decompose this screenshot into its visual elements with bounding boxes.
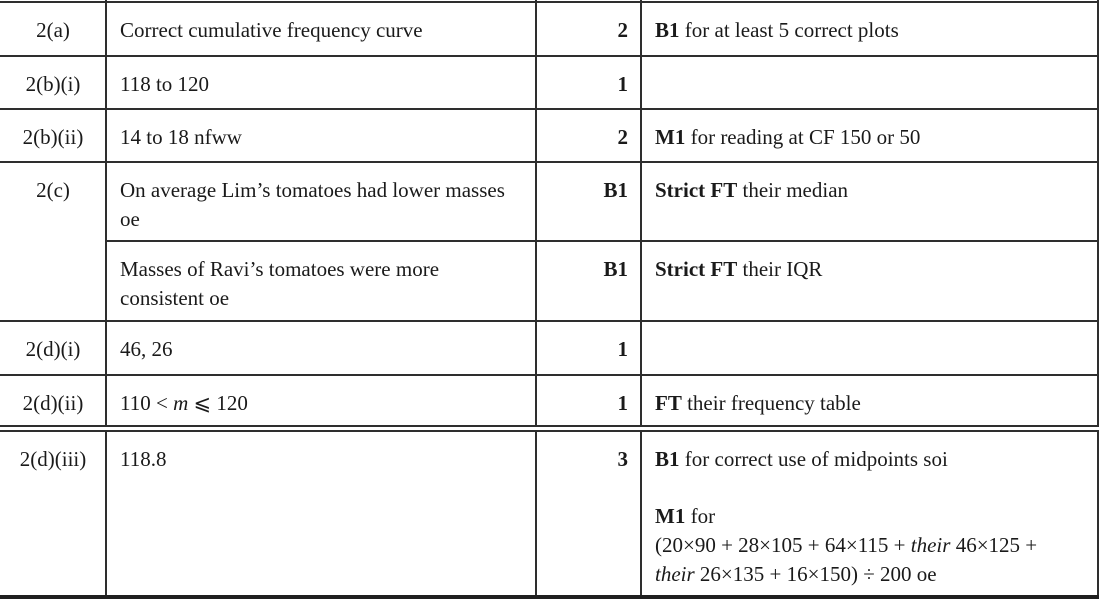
guidance-cell: M1 for reading at CF 150 or 50 (640, 108, 1099, 163)
formula-text: (20×90 + 28×105 + 64×115 + (655, 532, 911, 557)
mark-code: M1 (655, 125, 686, 149)
table-row: 2(d)(iii) 118.8 3 B1 for correct use of … (0, 427, 1099, 599)
table-row: 2(d)(i) 46, 26 1 (0, 320, 1099, 376)
mark-code: B1 (655, 446, 680, 471)
answer-cell: 46, 26 (105, 320, 537, 376)
answer-cell: 118.8 (105, 427, 537, 599)
question-cell: 2(d)(iii) (0, 427, 107, 599)
marks-cell: 2 (535, 108, 642, 163)
guidance-text: for at least 5 correct plots (679, 18, 899, 42)
answer-cell: Correct cumulative frequency curve (105, 1, 537, 57)
guidance-text: their IQR (737, 257, 823, 281)
guidance-text: for reading at CF 150 or 50 (685, 125, 921, 149)
their-italic: their (910, 532, 951, 557)
marks-cell: 2 (535, 1, 642, 57)
guidance-cell: Strict FT their IQR (640, 240, 1099, 322)
marks-cell: 1 (535, 374, 642, 432)
table-row: 2(b)(i) 118 to 120 1 (0, 55, 1099, 110)
table-row: 2(b)(ii) 14 to 18 nfww 2 M1 for reading … (0, 108, 1099, 163)
guidance-line: B1 for correct use of midpoints soi (655, 445, 1085, 474)
mark-code: Strict FT (655, 178, 738, 202)
table-row: Masses of Ravi’s tomatoes were more cons… (0, 240, 1099, 322)
answer-cell: On average Lim’s tomatoes had lower mass… (105, 161, 537, 242)
answer-cell: 14 to 18 nfww (105, 108, 537, 163)
guidance-cell (640, 55, 1099, 110)
question-cell: 2(b)(i) (0, 55, 107, 110)
question-cell: 2(a) (0, 1, 107, 57)
table-row: 2(a) Correct cumulative frequency curve … (0, 1, 1099, 57)
answer-text: ⩽ 120 (188, 391, 248, 415)
guidance-cell: B1 for at least 5 correct plots (640, 1, 1099, 57)
formula-text: 46×125 + (950, 532, 1038, 557)
marks-cell: 1 (535, 55, 642, 110)
mark-code: FT (655, 391, 682, 415)
table-row: 2(c) On average Lim’s tomatoes had lower… (0, 161, 1099, 322)
question-cell: 2(b)(ii) (0, 108, 107, 163)
guidance-text: for correct use of midpoints soi (679, 446, 948, 471)
their-italic: their (655, 561, 695, 586)
formula-text: 26×135 + 16×150) ÷ 200 oe (694, 561, 937, 586)
question-cell: 2(d)(i) (0, 320, 107, 376)
guidance-text: their frequency table (681, 391, 861, 415)
guidance-cell: B1 for correct use of midpoints soi M1 f… (640, 427, 1099, 599)
guidance-formula-line: their 26×135 + 16×150) ÷ 200 oe (655, 560, 1085, 589)
mark-code: M1 (655, 503, 686, 528)
answer-cell: 110 < m ⩽ 120 (105, 374, 537, 432)
marks-cell: 3 (535, 427, 642, 599)
marks-cell: B1 (535, 161, 642, 242)
math-variable: m (173, 391, 189, 415)
table-row: 2(d)(ii) 110 < m ⩽ 120 1 FT their freque… (0, 374, 1099, 432)
marks-cell: B1 (535, 240, 642, 322)
guidance-cell (640, 320, 1099, 376)
marks-cell: 1 (535, 320, 642, 376)
guidance-text: their median (737, 178, 849, 202)
guidance-text: for (685, 503, 716, 528)
guidance-formula-line: (20×90 + 28×105 + 64×115 + their 46×125 … (655, 531, 1085, 560)
question-cell: 2(d)(ii) (0, 374, 107, 432)
mark-code: B1 (655, 18, 680, 42)
guidance-cell: Strict FT their median (640, 161, 1099, 242)
question-cell: 2(c) (0, 161, 107, 322)
guidance-cell: FT their frequency table (640, 374, 1099, 432)
answer-cell: 118 to 120 (105, 55, 537, 110)
guidance-line: M1 for (655, 502, 1085, 531)
answer-text: 110 < (120, 391, 174, 415)
mark-code: Strict FT (655, 257, 738, 281)
answer-cell: Masses of Ravi’s tomatoes were more cons… (106, 240, 537, 322)
